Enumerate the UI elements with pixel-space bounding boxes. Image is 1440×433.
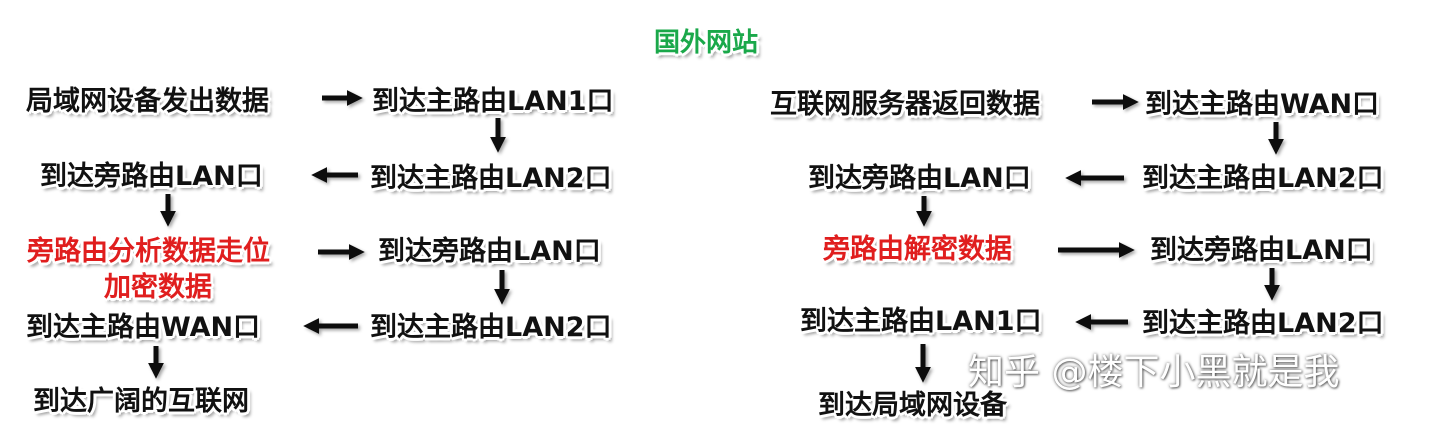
node-left-bypass-process: 旁路由分析数据走位 bbox=[27, 236, 270, 267]
node-right-bypass-decrypt: 旁路由解密数据 bbox=[823, 234, 1012, 265]
node-left-internet: 到达广阔的互联网 bbox=[33, 386, 249, 417]
node-right-bypass-lan-b: 到达旁路由LAN口 bbox=[1150, 235, 1373, 266]
node-left-main-lan1: 到达主路由LAN1口 bbox=[372, 86, 614, 117]
node-left-device-send: 局域网设备发出数据 bbox=[26, 86, 269, 117]
node-right-main-lan2-a: 到达主路由LAN2口 bbox=[1142, 163, 1384, 194]
node-right-device: 到达局域网设备 bbox=[818, 390, 1007, 421]
node-left-main-lan2-a: 到达主路由LAN2口 bbox=[370, 163, 612, 194]
node-left-main-wan: 到达主路由WAN口 bbox=[26, 312, 261, 343]
node-left-bypass-process-line2: 加密数据 bbox=[104, 272, 212, 303]
node-left-main-lan2-b: 到达主路由LAN2口 bbox=[370, 312, 612, 343]
node-left-bypass-lan-a: 到达旁路由LAN口 bbox=[40, 161, 263, 192]
node-right-main-lan1: 到达主路由LAN1口 bbox=[800, 306, 1042, 337]
node-right-server-return: 互联网服务器返回数据 bbox=[770, 89, 1040, 120]
diagram-title: 国外网站 bbox=[654, 28, 759, 58]
node-right-bypass-lan-a: 到达旁路由LAN口 bbox=[808, 163, 1031, 194]
node-right-main-lan2-b: 到达主路由LAN2口 bbox=[1142, 308, 1384, 339]
node-left-bypass-lan-b: 到达旁路由LAN口 bbox=[378, 236, 601, 267]
node-right-main-wan: 到达主路由WAN口 bbox=[1145, 89, 1380, 120]
watermark: 知乎 @楼下小黑就是我 bbox=[968, 352, 1340, 393]
